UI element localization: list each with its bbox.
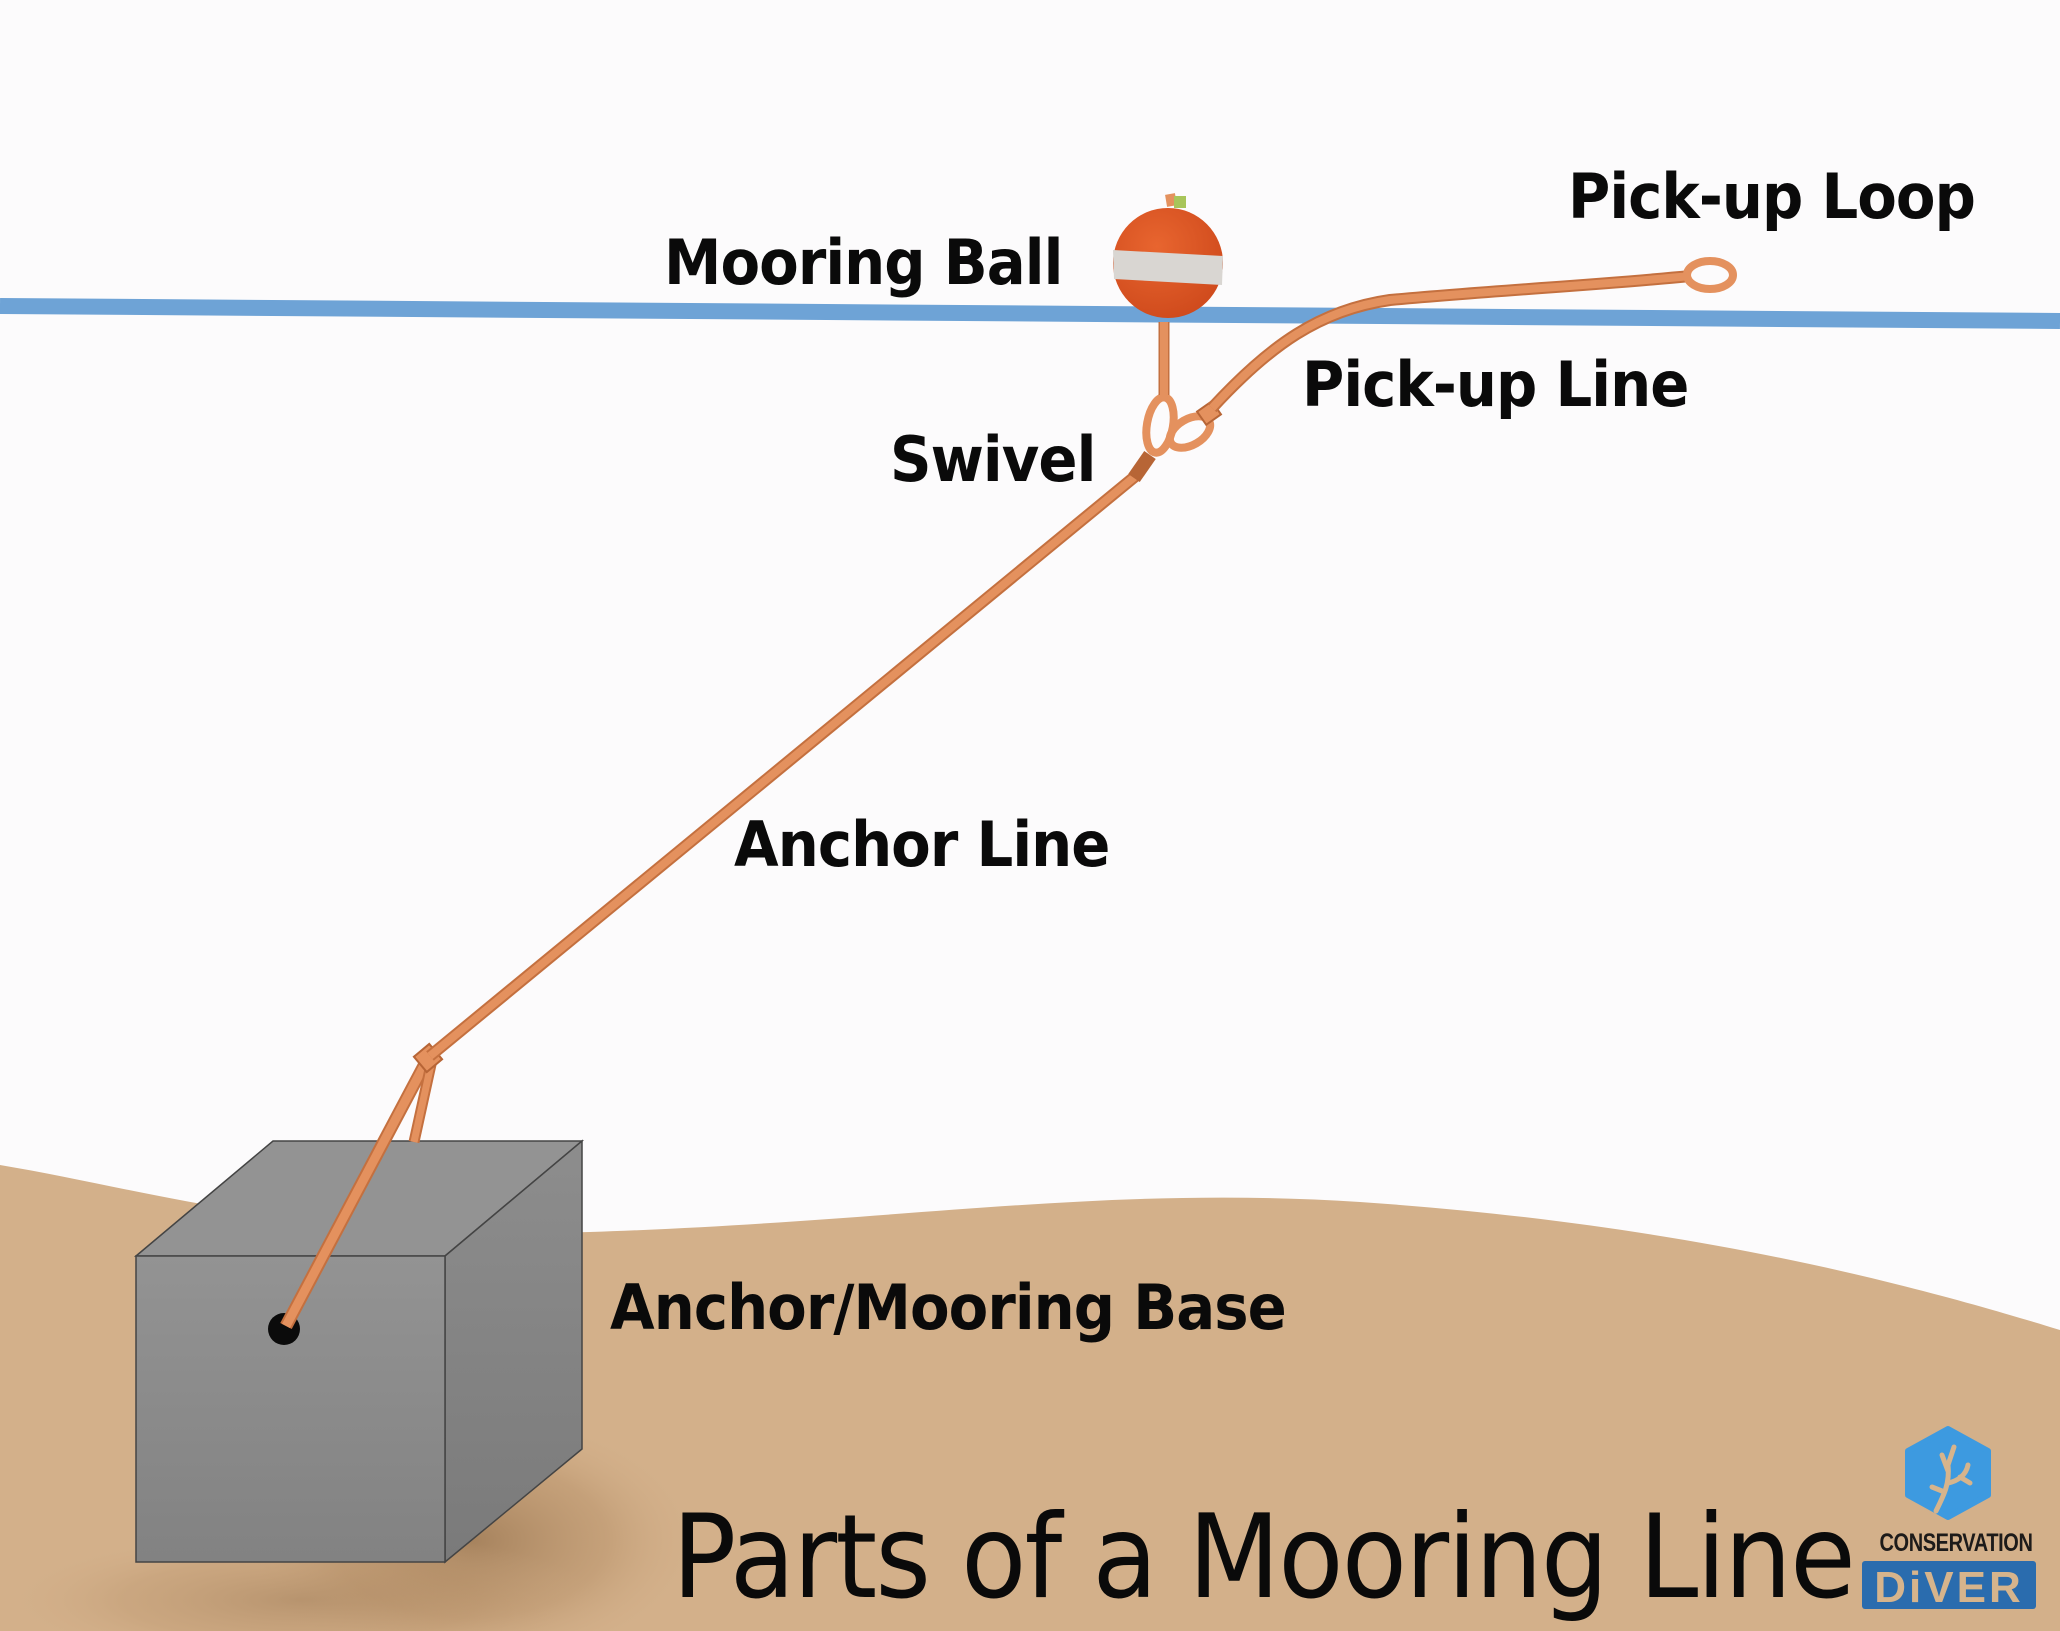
water-surface-line [0,298,2060,329]
anchor-line-rope [280,469,1142,1330]
anchor-line-main-fill [427,470,1141,1060]
anchor-block [133,1139,585,1564]
conservation-diver-logo: CONSERVATION DiVER [1858,1425,2038,1615]
logo-text-diver: DiVER [1874,1563,2024,1612]
label-pickup-line: Pick-up Line [1302,348,1689,421]
anchor-line-lower-leg-2-fill [410,1059,436,1143]
label-anchor-line: Anchor Line [734,808,1110,881]
pickup-line-rope-fill [1209,272,1691,411]
logo-text-conservation: CONSERVATION [1879,1529,2033,1557]
label-swivel: Swivel [890,423,1096,496]
ball-top-knot [1165,193,1177,207]
pickup-loop [1683,257,1737,293]
label-mooring-ball: Mooring Ball [664,226,1063,299]
coral-hexagon-icon [1905,1426,1991,1520]
diagram-title: Parts of a Mooring Line [672,1490,1856,1625]
swivel-assembly [1128,393,1223,482]
logo-diver-box: DiVER [1862,1561,2036,1612]
block-front-face [135,1255,446,1563]
label-pickup-loop: Pick-up Loop [1568,160,1976,233]
mooring-ball [1113,193,1223,318]
ball-band [1113,250,1223,285]
swivel-splice [1128,451,1156,482]
label-anchor-base: Anchor/Mooring Base [610,1271,1287,1344]
anchor-line-lower-leg-1-fill [282,1057,431,1329]
ball-top-tag [1174,196,1186,208]
